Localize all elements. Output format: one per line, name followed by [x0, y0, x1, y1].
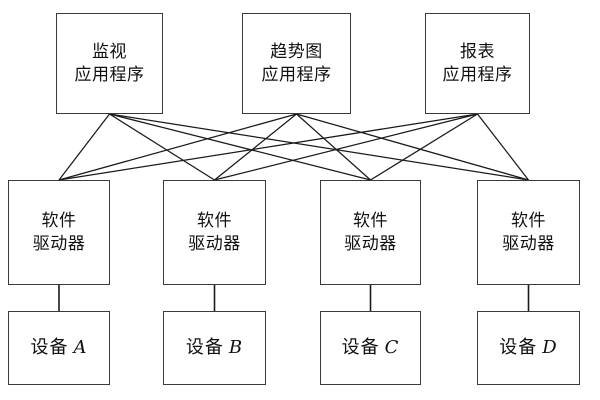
node-label-line2: 驱动器	[32, 233, 86, 254]
device-label-text: 设备	[499, 337, 538, 359]
node-label-line1: 报表	[460, 42, 495, 63]
driver-box-driver-b[interactable]: 软件驱动器	[163, 180, 266, 285]
driver-box-driver-c[interactable]: 软件驱动器	[320, 180, 421, 285]
edge-app-trend-to-driver-a	[58, 113, 297, 181]
node-label-line2: 应用程序	[261, 64, 332, 85]
edge-app-report-to-driver-b	[214, 113, 478, 181]
driver-box-driver-a[interactable]: 软件驱动器	[8, 180, 110, 285]
edge-app-trend-to-driver-d	[296, 113, 529, 181]
device-tag: B	[228, 337, 244, 359]
device-tag: A	[73, 337, 88, 359]
device-label-text: 设备	[30, 337, 69, 359]
device-label-text: 设备	[341, 337, 380, 359]
driver-box-driver-d[interactable]: 软件驱动器	[477, 180, 580, 285]
node-label-line2: 驱动器	[188, 233, 241, 254]
node-label-line2: 应用程序	[74, 64, 145, 85]
edge-app-report-to-driver-a	[58, 113, 478, 181]
edge-app-monitor-to-driver-b	[109, 113, 215, 181]
edge-app-trend-to-driver-c	[296, 113, 371, 181]
application-box-app-trend[interactable]: 趋势图应用程序	[242, 13, 351, 114]
edge-app-monitor-to-driver-a	[58, 113, 110, 181]
node-label-line2: 驱动器	[502, 233, 555, 254]
node-label-line1: 软件	[353, 211, 388, 232]
device-tag: D	[542, 337, 558, 359]
node-label-line2: 应用程序	[442, 64, 513, 85]
device-tag: C	[384, 337, 400, 359]
node-label-line1: 软件	[197, 211, 232, 232]
device-label-text: 设备	[185, 337, 224, 359]
node-label-line1: 趋势图	[270, 42, 323, 63]
edge-app-monitor-to-driver-c	[109, 113, 371, 181]
node-label-line2: 驱动器	[344, 233, 397, 254]
application-box-app-monitor[interactable]: 监视应用程序	[56, 13, 163, 114]
edge-app-monitor-to-driver-d	[109, 113, 529, 181]
node-label-line1: 软件	[41, 211, 77, 232]
node-label-line1: 软件	[511, 211, 546, 232]
edge-app-report-to-driver-c	[370, 113, 478, 181]
edge-app-report-to-driver-d	[477, 113, 529, 181]
node-label-line1: 监视	[92, 42, 127, 63]
edge-app-trend-to-driver-b	[214, 113, 297, 181]
application-box-app-report[interactable]: 报表应用程序	[425, 13, 530, 114]
